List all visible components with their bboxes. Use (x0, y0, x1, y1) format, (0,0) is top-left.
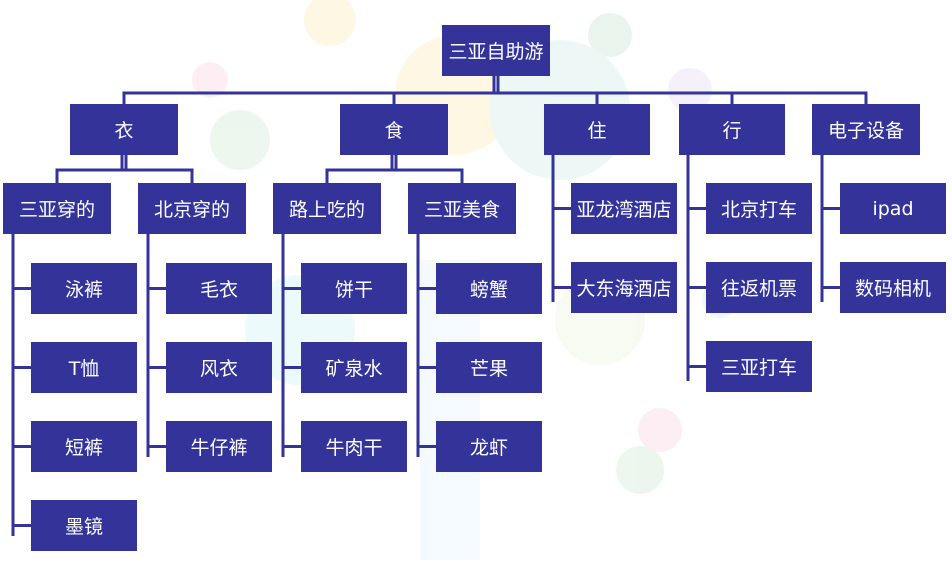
group-node: 三亚穿的 (3, 183, 111, 234)
leaf-node: 泳裤 (31, 263, 137, 314)
leaf-node: 螃蟹 (436, 263, 542, 314)
leaf-node: 墨镜 (31, 500, 137, 551)
leaf-node: 亚龙湾酒店 (571, 183, 677, 234)
group-node: 路上吃的 (273, 183, 381, 234)
category-node: 住 (544, 104, 650, 155)
category-node: 食 (340, 104, 448, 155)
group-node: 三亚美食 (408, 183, 516, 234)
leaf-node: 北京打车 (706, 183, 812, 234)
leaf-node: 毛衣 (166, 263, 272, 314)
leaf-node: 数码相机 (840, 262, 946, 313)
category-node: 行 (679, 104, 785, 155)
leaf-node: 牛仔裤 (166, 421, 272, 472)
category-node: 衣 (70, 104, 178, 155)
leaf-node: 芒果 (436, 342, 542, 393)
leaf-node: 大东海酒店 (571, 262, 677, 313)
leaf-node: T恤 (31, 342, 137, 393)
leaf-node: 矿泉水 (301, 342, 407, 393)
group-node: 北京穿的 (138, 183, 246, 234)
root-node: 三亚自助游 (442, 25, 550, 76)
leaf-node: 三亚打车 (706, 341, 812, 392)
leaf-node: 饼干 (301, 263, 407, 314)
category-node: 电子设备 (812, 104, 920, 155)
leaf-node: ipad (840, 183, 946, 234)
leaf-node: 牛肉干 (301, 421, 407, 472)
leaf-node: 风衣 (166, 342, 272, 393)
leaf-node: 往返机票 (706, 262, 812, 313)
leaf-node: 短裤 (31, 421, 137, 472)
leaf-node: 龙虾 (436, 421, 542, 472)
